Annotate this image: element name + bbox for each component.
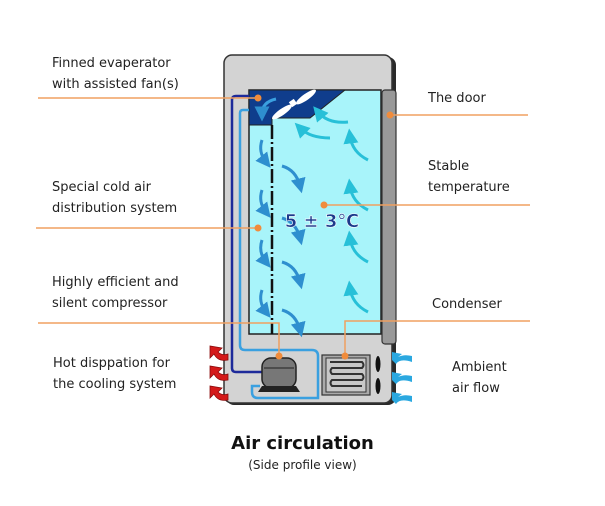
diagram-title: Air circulation	[231, 433, 374, 454]
leader-dots	[254, 94, 394, 360]
hot-air-arrows	[209, 345, 229, 401]
label-door: The door	[428, 91, 486, 106]
label-hot-dissipation: Hot disppation for the cooling system	[53, 356, 177, 392]
compressor-icon	[258, 357, 300, 392]
leader-condenser	[344, 320, 530, 356]
label-stable-temperature: Stable temperature	[428, 159, 510, 195]
leader-lines	[36, 97, 530, 356]
warm-air-arrows-up	[294, 106, 369, 314]
label-compressor: Highly efficient and silent compressor	[52, 275, 179, 311]
leader-compressor	[38, 322, 280, 356]
cold-air-arrows-down	[255, 139, 306, 338]
ambient-air-arrows	[392, 352, 412, 404]
label-condenser: Condenser	[432, 297, 502, 312]
evaporator-airflow-arrow	[254, 97, 277, 122]
label-evaporator: Finned evaperator with assisted fan(s)	[52, 56, 179, 92]
fan-icon	[272, 89, 316, 120]
label-distribution: Special cold air distribution system	[52, 180, 178, 216]
condenser-icon	[321, 354, 371, 396]
refrigerant-line-light	[238, 108, 320, 400]
temperature-display: 5 ± 3℃	[285, 211, 359, 232]
label-ambient-air-flow: Ambient air flow	[452, 360, 507, 396]
vent-slots	[375, 356, 381, 394]
refrigerant-line-dark	[230, 94, 262, 374]
diagram-subtitle: (Side profile view)	[248, 458, 357, 472]
door	[381, 89, 397, 345]
